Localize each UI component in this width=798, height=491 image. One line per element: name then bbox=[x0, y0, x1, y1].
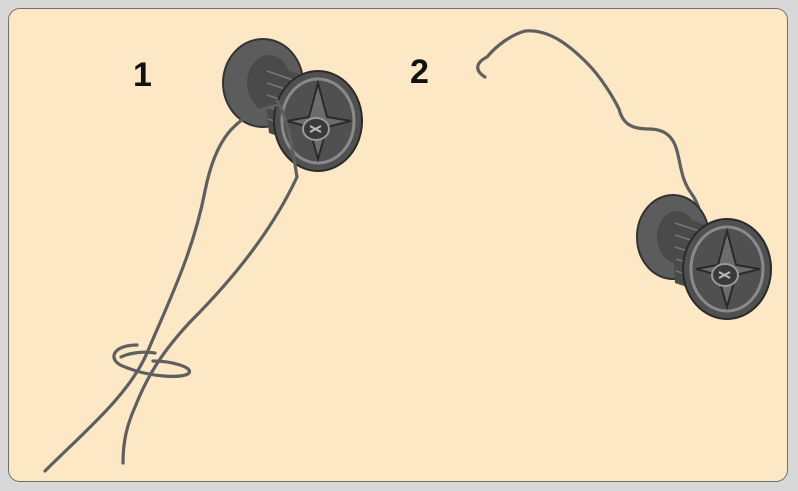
step-1-cord bbox=[43, 99, 299, 473]
step-2-drawing bbox=[476, 29, 772, 320]
illustration-panel: 1 2 bbox=[8, 8, 788, 482]
step-1-spool-front-flange bbox=[273, 70, 363, 172]
spool-cord-illustration bbox=[9, 9, 787, 481]
step-1-label: 1 bbox=[133, 56, 152, 94]
step-2-label: 2 bbox=[410, 53, 429, 91]
step-2-cord bbox=[476, 29, 705, 227]
step-2-spool-front-flange bbox=[682, 218, 772, 320]
step-1-drawing bbox=[43, 38, 363, 473]
